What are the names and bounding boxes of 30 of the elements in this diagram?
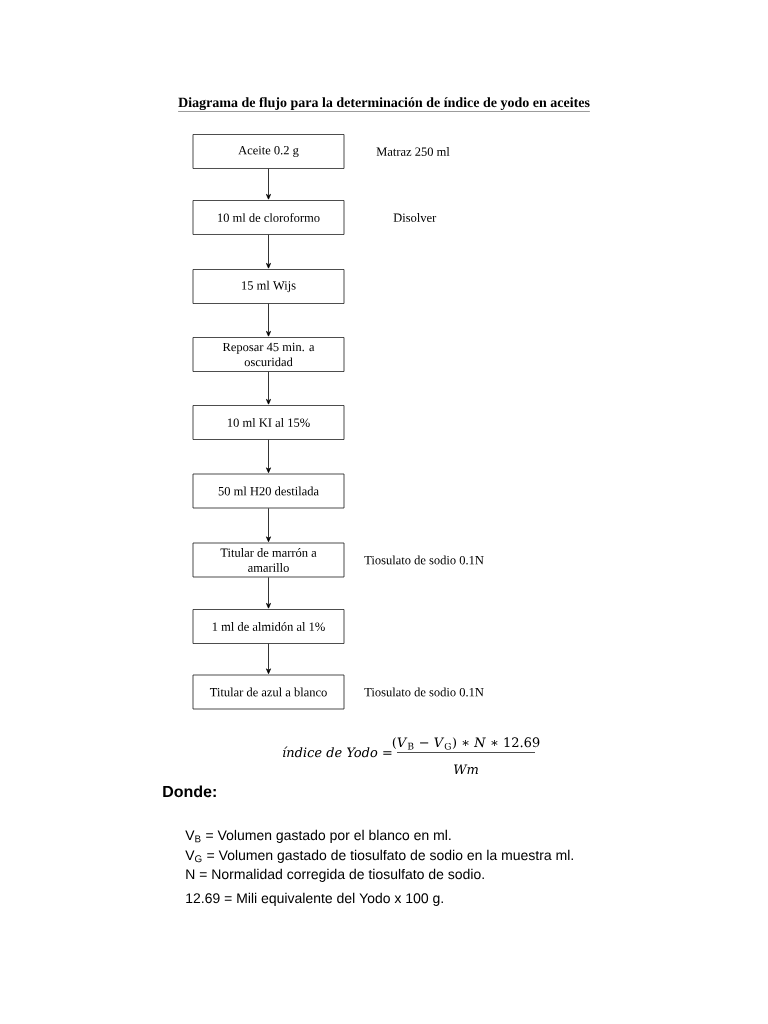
definition-text: V$_{G}$ = Volumen gastado de tiosulfato de sodio en la muestra ml. (185, 849, 573, 863)
formula-denominator: Wm (454, 764, 478, 774)
process-box: Titular de azul a blanco (192, 674, 345, 710)
process-box: Aceite 0.2 g (192, 134, 345, 169)
arrow (266, 168, 271, 200)
arrow (266, 234, 271, 269)
process-box: Titular de marrón a amarillo (192, 542, 345, 578)
definition-text: N = Normalidad corregida de tiosulfato de sodio. (186, 868, 484, 882)
arrow (266, 576, 271, 609)
arrow (266, 643, 271, 675)
process-box: Reposar 45 min. a oscuridad (192, 337, 345, 372)
process-box: 10 ml de cloroformo (192, 200, 345, 235)
formula-numerator: (V$_{B}$ − V$_{G}$) ∗ N ∗ 12.69 (392, 737, 540, 750)
side-note: Tiosulato de sodio 0.1N (364, 687, 484, 697)
arrow (266, 439, 271, 474)
side-note: Matraz 250 ml (376, 147, 450, 156)
process-box: 15 ml Wijs (192, 269, 345, 304)
arrow (266, 371, 271, 405)
formula-text: índice de Yodo = (283, 746, 392, 758)
section-heading: Donde: (163, 785, 216, 798)
title: Diagrama de flujo para la determinación de índice de yodo en aceites (177, 97, 591, 112)
side-note: Disolver (393, 213, 437, 222)
process-box: 10 ml KI al 15% (192, 405, 345, 440)
process-box: 50 ml H20 destilada (192, 473, 345, 509)
side-note: Tiosulato de sodio 0.1N (364, 555, 484, 565)
definition-text: V$_{B}$ = Volumen gastado por el blanco en ml. (185, 829, 451, 843)
arrow (266, 303, 271, 337)
definition-text: 12.69 = Mili equivalente del Yodo x 100 g. (186, 892, 443, 906)
arrow (266, 507, 271, 543)
process-box: 1 ml de almidón al 1% (192, 609, 345, 644)
